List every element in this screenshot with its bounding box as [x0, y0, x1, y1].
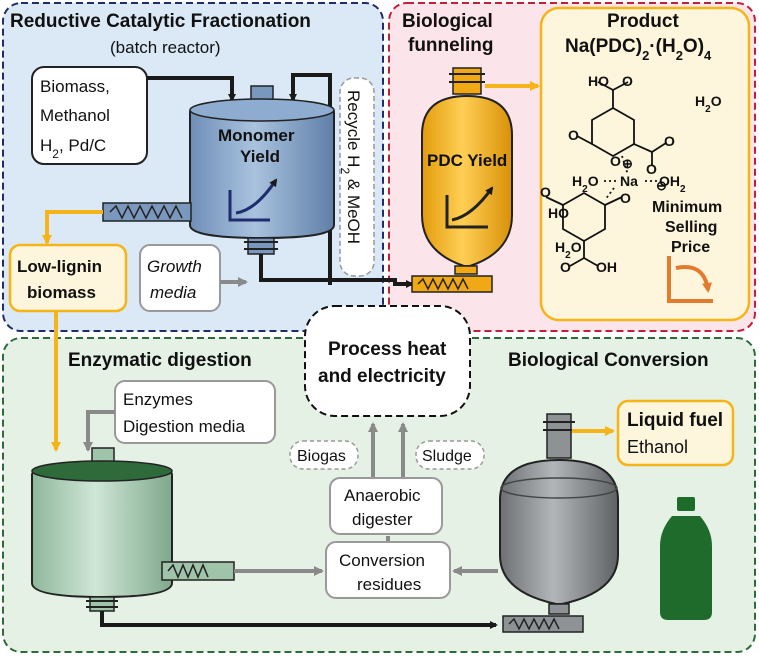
enzymatic-reactor [31, 447, 173, 612]
biogas-box [289, 440, 359, 470]
monomer-yield-line1: Monomer [218, 126, 295, 145]
anaerobic-line2: digester [352, 510, 413, 529]
o-carbonyl-top: O [568, 127, 579, 143]
biomass-line2: Methanol [40, 106, 110, 125]
rcf-to-lowlignin-arrow [42, 210, 103, 245]
enzymatic-title: Enzymatic digestion [68, 350, 252, 371]
o-ring-top: O [610, 153, 621, 169]
ho-top: HO [588, 73, 609, 89]
rcf-subtitle: (batch reactor) [110, 38, 221, 57]
product-title: Product [607, 11, 679, 32]
minus-sign: ⊖ [656, 178, 667, 193]
funnel-title-line2: funneling [408, 35, 493, 56]
msp-decrease-icon [667, 256, 713, 303]
o-top: O [622, 73, 633, 89]
h2o-top: H2O [695, 93, 722, 115]
enzymes-line2: Digestion media [123, 417, 245, 436]
growth-media-box [139, 244, 221, 312]
residues-line1: Conversion [339, 551, 425, 570]
oh2-right: OH2 [659, 173, 686, 195]
enzymes-line1: Enzymes [123, 390, 193, 409]
enzymatic-to-fermenter-arrow [100, 611, 498, 629]
monomer-yield-line2: Yield [240, 147, 280, 166]
o-ring-bottom: O [620, 190, 631, 206]
msp-line3: Price [671, 239, 710, 256]
recycle-label: Recycle H2 & MeOH [338, 90, 363, 244]
o-carbonyl-left: O [540, 184, 551, 200]
na-atom: Na [620, 173, 638, 189]
msp-line1: Minimum [652, 199, 722, 216]
liquid-fuel-box [616, 399, 735, 467]
growth-line2: media [150, 283, 196, 302]
biomass-line1: Biomass, [40, 77, 110, 96]
sludge-label: Sludge [422, 448, 472, 465]
low-lignin-box [8, 243, 128, 313]
biomass-feed-arrow [147, 76, 236, 102]
biomass-line3: H2, Pd/C [40, 136, 106, 161]
rcf-screw-conveyor [102, 202, 192, 222]
bottle-icon [660, 497, 712, 620]
rcf-title: Reductive Catalytic Fractionation [10, 11, 311, 32]
pdc-molecule [545, 81, 667, 267]
pdc-reactor [421, 67, 513, 275]
product-box [539, 6, 751, 322]
h2o-bottom: H2O [555, 239, 582, 261]
ho-left: HO [548, 205, 569, 221]
enzymatic-screw-conveyor [161, 561, 235, 581]
recycle-box [339, 77, 375, 277]
low-lignin-line1: Low-lignin [17, 257, 102, 276]
rcf-outlet-arrow [259, 254, 414, 288]
conversion-title: Biological Conversion [508, 350, 709, 371]
fermentation-reactor [499, 413, 619, 615]
low-lignin-line2: biomass [27, 283, 96, 302]
conversion-residues-box [325, 541, 451, 599]
oh-bottom: OH [596, 259, 617, 275]
product-formula: Na(PDC)2·(H2O)4 [565, 36, 712, 63]
na-plus: ⊕ [622, 156, 633, 171]
growth-line1: Growth [147, 257, 202, 276]
fuel-line2: Ethanol [627, 437, 688, 457]
pdc-yield-label: PDC Yield [427, 151, 507, 170]
fermenter-screw-conveyor [502, 615, 584, 633]
process-heat-line1: Process heat [328, 339, 447, 360]
funnel-title-line1: Biological [402, 11, 493, 32]
biomass-input-box [31, 66, 148, 165]
biogas-label: Biogas [297, 448, 346, 465]
h2o-left: H2O [572, 173, 599, 195]
anaerobic-line1: Anaerobic [344, 486, 421, 505]
process-heat-line2: and electricity [318, 366, 446, 387]
enzymes-arrow [83, 410, 115, 452]
msp-line2: Selling [665, 219, 717, 236]
o-bottom: O [560, 259, 571, 275]
process-heat-box [304, 305, 471, 417]
o-right: O [664, 133, 675, 149]
pdc-screw-conveyor [411, 275, 493, 293]
residues-line2: residues [357, 575, 421, 594]
anaerobic-digester-box [329, 477, 443, 535]
fuel-line1: Liquid fuel [627, 410, 723, 431]
o-minus: O [646, 161, 657, 177]
sludge-box [415, 440, 485, 470]
rcf-reactor [189, 85, 335, 255]
